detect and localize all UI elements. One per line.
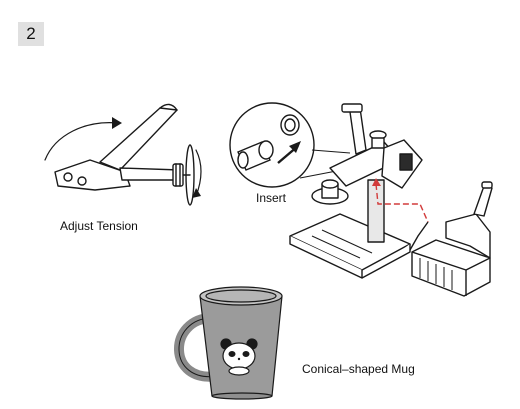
rotation-arrow-icon	[44, 122, 119, 161]
mug-heating-element	[411, 181, 493, 297]
heat-press-machine	[289, 103, 423, 279]
tension-clamp-illustration	[44, 103, 202, 206]
step-number-badge: 2	[18, 22, 44, 46]
adjust-tension-label: Adjust Tension	[60, 219, 138, 233]
conical-mug-label: Conical–shaped Mug	[302, 362, 415, 376]
power-cable	[372, 178, 429, 251]
conical-mug-illustration	[174, 286, 283, 400]
insert-detail-zoom	[229, 102, 353, 188]
insert-label: Insert	[256, 191, 287, 205]
panda-icon	[220, 338, 258, 376]
